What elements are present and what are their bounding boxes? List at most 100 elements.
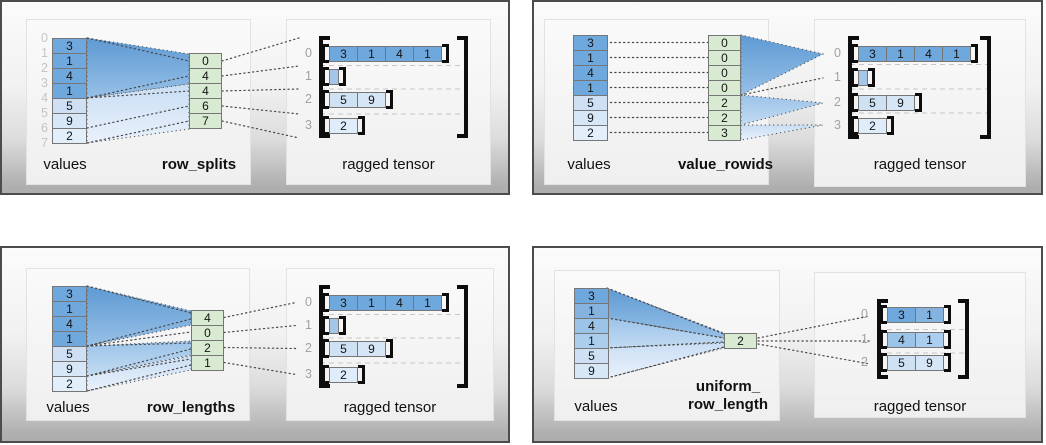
- value-index-label: 0: [41, 31, 48, 45]
- method-label-line1: uniform_: [695, 378, 761, 395]
- value-cell: [329, 68, 339, 85]
- value-cell: 9: [886, 94, 915, 111]
- value-cell: 4: [52, 68, 87, 84]
- row-index: 3: [834, 118, 841, 132]
- value-cell: 2: [329, 117, 358, 134]
- values-label: values: [574, 398, 618, 415]
- values-label: values: [46, 399, 90, 416]
- value-cell: 5: [887, 354, 916, 371]
- value-cell: 5: [573, 95, 608, 111]
- value-cell: 2: [858, 117, 887, 134]
- row-index: 1: [305, 318, 312, 332]
- row-index: 2: [834, 95, 841, 109]
- outer-close-bracket-icon: [457, 285, 468, 388]
- close-bracket-icon: [944, 305, 951, 324]
- value-cell: 3: [329, 294, 358, 311]
- method-label: value_rowids: [677, 156, 774, 173]
- row-index: 0: [305, 295, 312, 309]
- value-cell: [329, 317, 339, 334]
- value-cell: 4: [189, 83, 222, 99]
- value-cell: 2: [708, 110, 741, 126]
- ragged-tensor-label: ragged tensor: [342, 156, 435, 173]
- value-cell: 9: [574, 363, 609, 379]
- uniform-row-length-cell: 2: [724, 333, 757, 349]
- value-cell: 3: [858, 45, 887, 62]
- outer-open-bracket-icon: [877, 299, 888, 379]
- close-bracket-icon: [339, 67, 346, 86]
- value-cell: 2: [329, 366, 358, 383]
- value-cell: 0: [708, 80, 741, 96]
- open-bracket-icon: [322, 67, 329, 86]
- value-cell: 7: [189, 113, 222, 129]
- value-index-label: 1: [41, 46, 48, 60]
- outer-close-bracket-icon: [980, 36, 991, 139]
- connector-layer: [86, 37, 466, 144]
- outer-close-bracket-icon: [457, 36, 468, 138]
- value-cell: 1: [573, 50, 608, 66]
- value-cell: 0: [191, 325, 224, 341]
- row-index: 0: [861, 307, 868, 321]
- method-label: row_splits: [161, 156, 237, 173]
- values-label: values: [567, 156, 611, 173]
- open-bracket-icon: [851, 44, 858, 63]
- ragged-row-1: [322, 67, 346, 86]
- value-cell: 1: [52, 331, 87, 347]
- row-cells: [329, 68, 339, 85]
- value-cell: 2: [191, 340, 224, 356]
- value-cell: 5: [329, 91, 358, 108]
- close-bracket-icon: [386, 339, 393, 358]
- value-cell: 3: [887, 306, 916, 323]
- value-cell: 3: [329, 45, 358, 62]
- value-cell: 9: [52, 361, 87, 377]
- value-cell: 4: [385, 294, 414, 311]
- open-bracket-icon: [880, 305, 887, 324]
- value-cell: 1: [942, 45, 971, 62]
- open-bracket-icon: [322, 44, 329, 63]
- ragged-tensor-label: ragged tensor: [343, 399, 437, 416]
- row-index: 1: [834, 70, 841, 84]
- value-cell: 4: [573, 65, 608, 81]
- value-cell: 1: [574, 333, 609, 349]
- value-cell: 4: [189, 68, 222, 84]
- value-cell: 5: [52, 98, 87, 114]
- value-cell: 4: [191, 310, 224, 326]
- ragged-row-3: 2: [322, 116, 365, 135]
- close-bracket-icon: [358, 116, 365, 135]
- close-bracket-icon: [442, 293, 449, 312]
- open-bracket-icon: [322, 90, 329, 109]
- row-index: 2: [305, 341, 312, 355]
- value-cell: 1: [413, 45, 442, 62]
- value-cell: 4: [52, 316, 87, 332]
- value-cell: 1: [915, 331, 944, 348]
- row-cells: [329, 317, 339, 334]
- row-index: 1: [861, 332, 868, 346]
- values-label: values: [43, 156, 87, 173]
- value-cell: 0: [708, 35, 741, 51]
- open-bracket-icon: [851, 93, 858, 112]
- value-cell: 3: [574, 288, 609, 304]
- row-index: 2: [305, 92, 312, 106]
- close-bracket-icon: [868, 68, 875, 87]
- value-index-label: 6: [41, 121, 48, 135]
- outer-open-bracket-icon: [319, 285, 330, 388]
- value-cell: 1: [413, 294, 442, 311]
- value-cell: [858, 69, 868, 86]
- value-cell: 4: [887, 331, 916, 348]
